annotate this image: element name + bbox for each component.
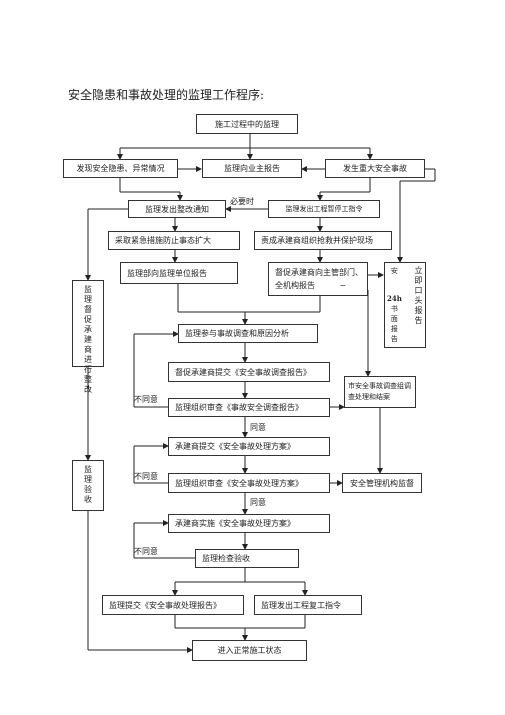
node-found-hazard: 发现安全隐患、异常情况 [63,159,178,178]
node-major-accident: 发生重大安全事故 [325,159,425,178]
node-submit-plan: 承建商提交《安全事故处理方案》 [168,437,330,456]
node-report-owner: 监理向业主报告 [202,159,302,178]
node-review-report: 监理组织审查《事故安全调查报告》 [168,398,330,417]
node-normal: 进入正常施工状态 [192,640,307,661]
node-inspect: 监理检查验收 [195,549,299,568]
label-agree-1: 同意 [250,423,266,432]
node-left-accept: 监理验收 [72,460,104,511]
node-implement: 承建商实施《安全事故处理方案》 [168,514,330,533]
node-submit-handling: 监理提交《安全事故处理报告》 [102,595,244,615]
page-title: 安全隐患和事故处理的监理工作程序: [68,88,265,102]
node-immediate-side-3: 书面报告 [390,305,398,343]
node-immediate-side-2: 24h [387,294,402,303]
node-review-plan: 监理组织审查《安全事故处理方案》 [168,473,330,493]
label-if-needed: 必要时 [230,197,254,206]
node-submit-report: 督促承建商提交《安全事故调查报告》 [168,362,330,382]
node-emergency: 采取紧急措施防止事态扩大 [108,231,240,250]
node-rectify-notice: 监理发出整改通知 [128,200,226,218]
label-disagree-2: 不同意 [134,472,158,481]
label-agree-2: 同意 [250,498,266,507]
node-left-check: 监理督促承建商进行整改 [72,280,104,394]
node-investigate: 监理参与事故调查和原因分析 [178,324,318,343]
node-resume: 监理发出工程复工指令 [254,595,362,615]
node-immediate-side-1: 安 [390,267,398,275]
node-immediate-report: 安 24h 书面报告 立即口头报告 [384,262,426,348]
node-stop-work: 监理发出工程暂停工指令 [268,200,380,218]
node-city-group: 市安全事故调查组调查处理和结案 [344,376,416,408]
label-disagree-3: 不同意 [134,547,158,556]
node-urge-line1: 督促承建商向主管部门、 [275,268,363,277]
node-start: 施工过程中的监理 [196,114,298,134]
node-urge: 督促承建商向主管部门、 全机构报告 − [268,262,368,296]
node-report-unit: 监理部向监理单位报告 [120,262,238,284]
node-safety-org: 安全管理机构监督 [342,473,422,493]
node-immediate-main: 立即口头报告 [414,266,423,325]
node-urge-line2: 全机构报告 − [275,281,347,290]
node-rescue: 责成承建商组织抢救并保护现场 [254,231,392,250]
label-disagree-1: 不同意 [134,395,158,404]
